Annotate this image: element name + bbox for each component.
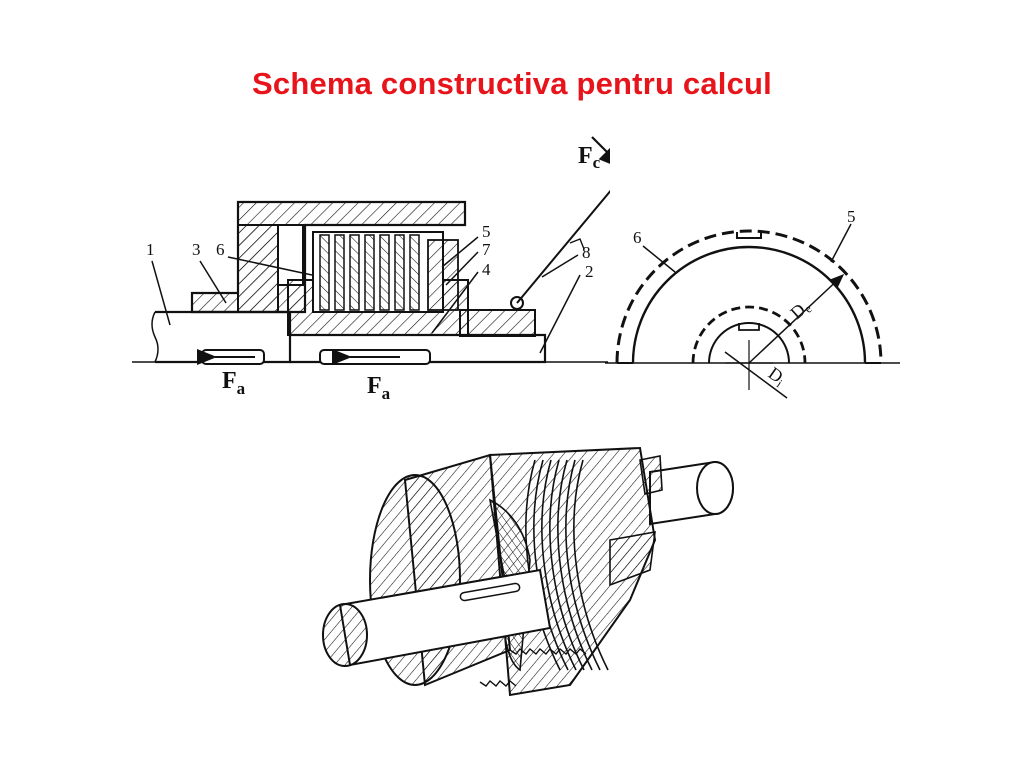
part-label-3: 3: [192, 240, 201, 259]
housing-block: [277, 224, 304, 286]
gear-teeth: [509, 648, 587, 655]
disc-label-6: 6: [633, 228, 642, 247]
part-label-8: 8: [582, 243, 591, 262]
lever-part-8: [516, 189, 610, 304]
inner-diameter-dimension: [724, 351, 788, 399]
inner-diameter-label: Di: [764, 363, 791, 391]
hub-contour: [691, 305, 807, 364]
part-label-6: 6: [216, 240, 225, 259]
part-label-1: 1: [146, 240, 155, 259]
disc-pack: [312, 231, 459, 313]
leader-lines: [151, 236, 581, 354]
inner-disc-solid: [631, 245, 867, 364]
axial-force-label-1: Fa: [222, 368, 246, 398]
disc-label-5: 5: [847, 207, 856, 226]
part-label-5: 5: [482, 222, 491, 241]
outer-disc-contour: [615, 229, 883, 364]
part-label-7: 7: [482, 240, 491, 259]
clutch-force-arrow: [591, 136, 610, 171]
part-label-4: 4: [482, 260, 491, 279]
clutch-section-drawing: 1 3 6 5 7 4 8 2 Fc Fa Fa: [132, 136, 610, 403]
outer-diameter-label: De: [786, 296, 814, 325]
shaft-end-face: [322, 603, 368, 667]
slide-title: Schema constructiva pentru calcul: [252, 66, 772, 101]
outer-housing: [488, 446, 657, 697]
disc-front-view: 6 5 De Di: [605, 207, 900, 399]
axial-force-label-2: Fa: [367, 373, 391, 403]
part-label-2: 2: [585, 262, 594, 281]
outer-diameter-dimension: [748, 273, 845, 364]
clutch-cutaway-isometric: [322, 446, 734, 697]
clutch-force-label: Fc: [578, 143, 601, 172]
